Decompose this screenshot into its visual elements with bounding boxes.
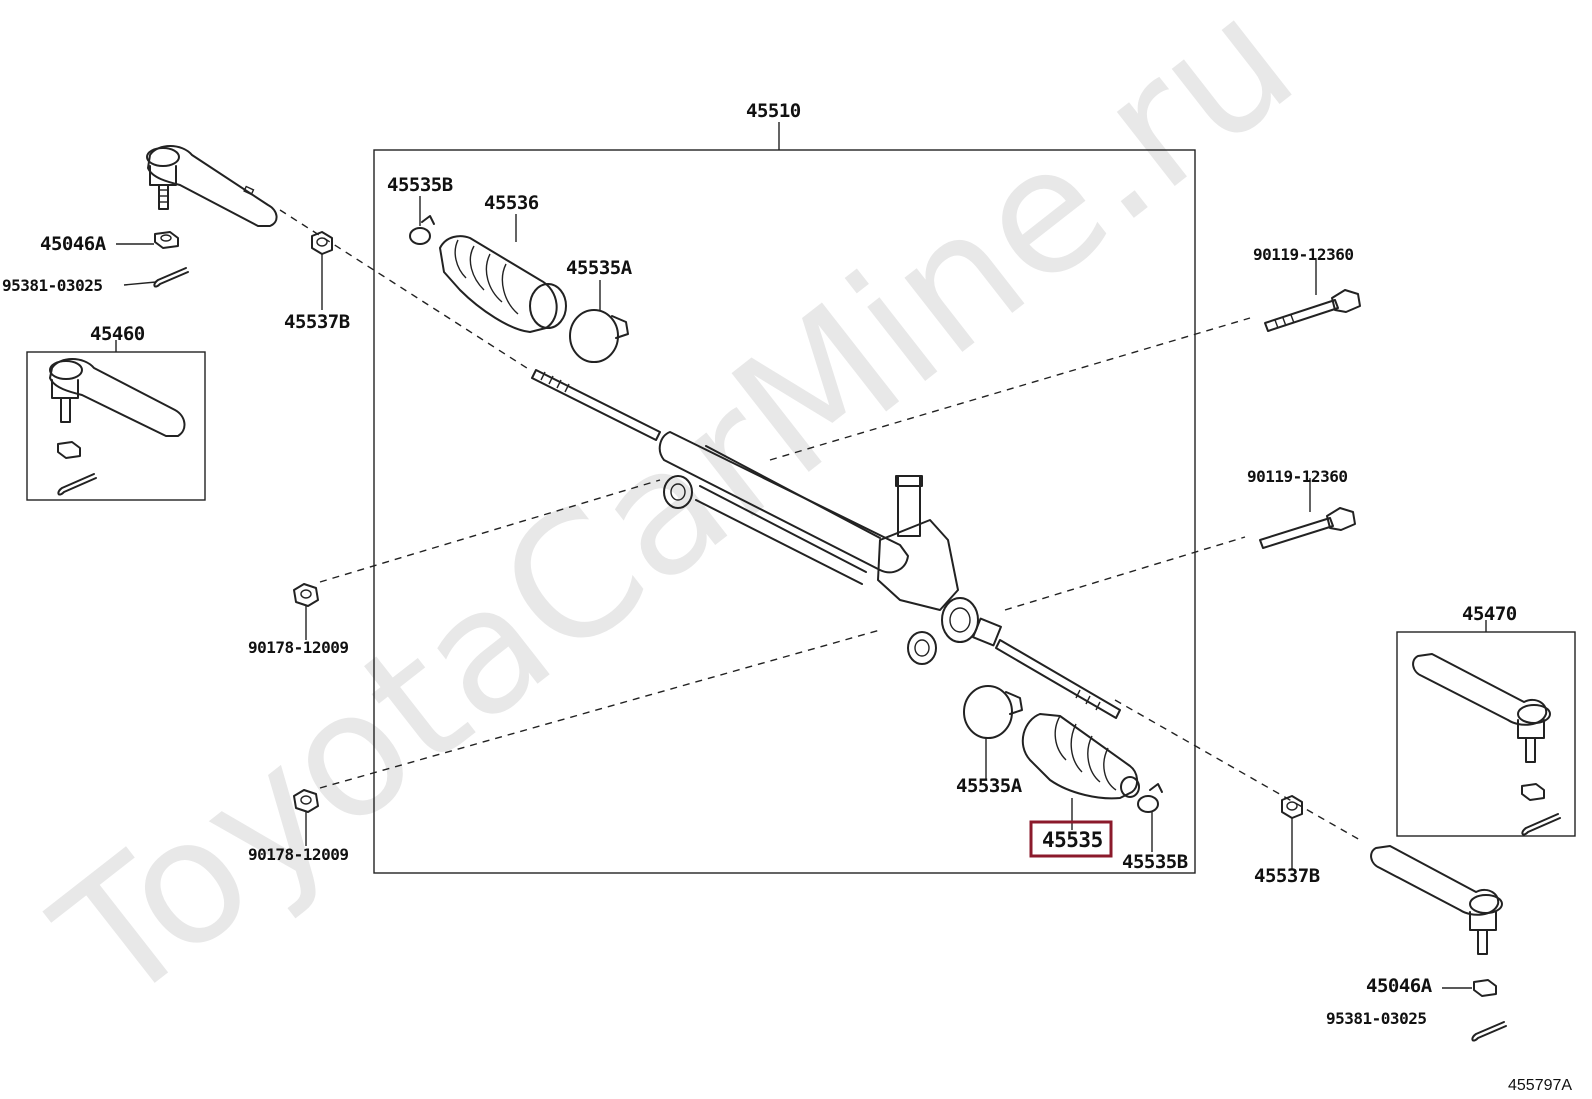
tie-rod-end-left-frame (26, 351, 206, 501)
tie-rod-end-right-frame (1396, 631, 1576, 837)
label-boot-clamp-a-right[interactable]: 45535A (956, 775, 1023, 797)
diagram-code: 455797A (1508, 1077, 1572, 1094)
label-tie-rod-end-right[interactable]: 45470 (1462, 603, 1517, 625)
highlight-box (1029, 820, 1113, 858)
label-bolt-upper[interactable]: 90119-12360 (1253, 245, 1354, 264)
label-rack-end-nut-left[interactable]: 45537B (284, 311, 350, 333)
mount-nut-lower-icon (293, 789, 319, 813)
label-rack-end-nut-right[interactable]: 45537B (1254, 865, 1320, 887)
cotter-pin-right-icon (1471, 1021, 1507, 1042)
steering-gear-assy-frame (373, 149, 1196, 874)
label-steering-gear-assy[interactable]: 45510 (746, 100, 801, 122)
label-boot-left[interactable]: 45536 (484, 192, 539, 214)
mount-nut-upper-icon (293, 583, 319, 607)
boot-clamp-a-right-icon (963, 685, 1023, 739)
nut-left-icon (154, 231, 179, 249)
steering-rack-icon (531, 369, 1121, 719)
rack-end-nut-right-icon (1281, 795, 1303, 819)
tie-rod-end-left (146, 145, 278, 227)
label-boot-clamp-b-right[interactable]: 45535B (1122, 851, 1188, 873)
boot-clamp-b-left-icon (409, 215, 435, 245)
label-bolt-lower[interactable]: 90119-12360 (1247, 467, 1348, 486)
label-nut-left[interactable]: 45046A (40, 233, 107, 255)
label-cotter-pin-right[interactable]: 95381-03025 (1326, 1009, 1427, 1028)
label-boot-right-highlighted[interactable]: 45535 (1042, 828, 1103, 852)
label-tie-rod-end-left[interactable]: 45460 (90, 323, 145, 345)
label-nut-right[interactable]: 45046A (1366, 975, 1433, 997)
tie-rod-end-right (1370, 845, 1503, 955)
tie-rod-end-right-box-icon (1412, 653, 1561, 836)
rack-end-nut-left-icon (311, 231, 333, 255)
cotter-pin-left-icon (153, 267, 189, 288)
label-mount-nut-upper[interactable]: 90178-12009 (248, 638, 349, 657)
boot-clamp-a-left-icon (569, 309, 629, 363)
label-boot-clamp-b-left[interactable]: 45535B (387, 174, 453, 196)
watermark: ToyotaCarMine.ru (21, 0, 1330, 1043)
bolt-upper-icon (1264, 289, 1361, 332)
boot-right-highlighted-icon (1021, 713, 1140, 800)
nut-right-icon (1473, 979, 1497, 997)
boot-left-icon (439, 235, 567, 333)
tie-rod-end-left-box-icon (49, 358, 186, 496)
label-cotter-pin-left[interactable]: 95381-03025 (2, 276, 103, 295)
label-mount-nut-lower[interactable]: 90178-12009 (248, 845, 349, 864)
label-boot-clamp-a-left[interactable]: 45535A (566, 257, 633, 279)
bolt-lower-icon (1259, 507, 1356, 549)
boot-clamp-b-right-icon (1137, 783, 1163, 813)
